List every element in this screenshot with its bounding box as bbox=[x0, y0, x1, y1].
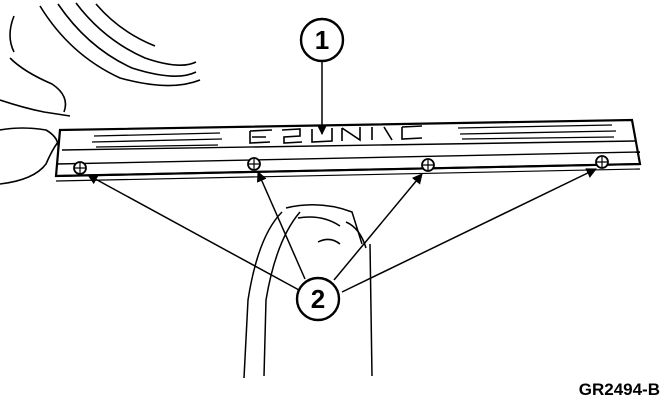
screw-head-3 bbox=[421, 158, 435, 172]
screw-head-2 bbox=[247, 157, 261, 171]
arrow-to-screw-2 bbox=[256, 171, 306, 280]
callout-2: 2 bbox=[295, 276, 341, 322]
scuff-plate bbox=[54, 118, 642, 182]
arrow-to-screw-4 bbox=[341, 168, 597, 293]
callout-1-label: 1 bbox=[315, 25, 329, 55]
embossed-lettering bbox=[249, 125, 423, 144]
door-opening bbox=[0, 2, 201, 185]
callout-1: 1 bbox=[299, 17, 345, 63]
screw-head-4 bbox=[595, 155, 609, 169]
arrow-to-screw-3 bbox=[333, 173, 423, 281]
arrow-to-screw-1 bbox=[87, 174, 300, 291]
leader-arrows bbox=[87, 62, 597, 293]
lower-body-lines bbox=[243, 204, 373, 379]
screw-head-1 bbox=[73, 161, 87, 175]
figure-code: GR2494-B bbox=[578, 380, 660, 399]
callout-2-label: 2 bbox=[311, 284, 325, 314]
